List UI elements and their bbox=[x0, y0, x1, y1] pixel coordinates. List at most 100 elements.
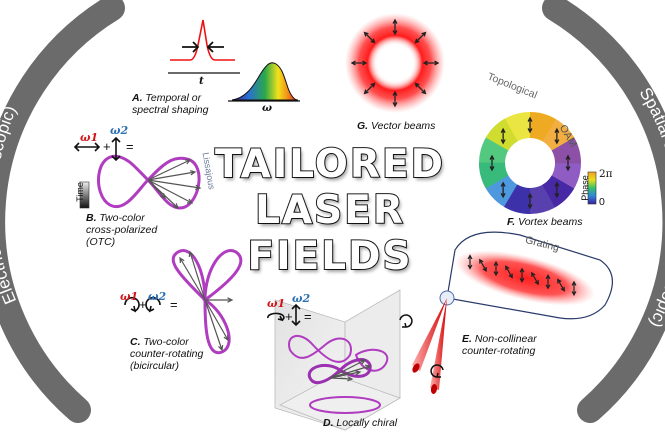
beam-cone-left-base bbox=[412, 363, 420, 373]
plus-sign: + bbox=[139, 297, 147, 312]
circular-pol-cw-icon bbox=[145, 296, 161, 313]
panel-f-line1: Vortex beams bbox=[518, 216, 583, 228]
polarization-arrow bbox=[565, 154, 571, 172]
phase-label: Phase bbox=[579, 175, 590, 201]
panel-d-caption: D. Locally chiral bbox=[323, 417, 397, 429]
plus-sign: + bbox=[103, 139, 111, 154]
panel-g-line1: Vector beams bbox=[371, 120, 436, 132]
field-vectors bbox=[179, 250, 234, 352]
floor-plane bbox=[279, 374, 401, 431]
field-vector bbox=[188, 250, 206, 301]
panel-c-bicircular bbox=[124, 249, 243, 355]
polarization-arrows bbox=[350, 18, 440, 108]
title-line-1: TAILORED bbox=[214, 141, 445, 188]
equals-sign: = bbox=[126, 139, 134, 154]
panel-b-line1: Two-color bbox=[99, 212, 145, 224]
omega1-label: ω1 bbox=[80, 131, 99, 144]
field-vector bbox=[329, 376, 354, 382]
field-vector bbox=[204, 299, 224, 352]
projection-side bbox=[354, 348, 389, 372]
omega2-label: ω2 bbox=[110, 124, 129, 137]
polarization-arrow bbox=[414, 82, 427, 95]
field-vector bbox=[147, 170, 197, 181]
polarization-arrow bbox=[363, 82, 376, 95]
panel-a-letter: A. bbox=[132, 92, 143, 104]
panel-d-letter: D. bbox=[323, 417, 334, 429]
lissajous-loop bbox=[97, 154, 201, 210]
polarization-arrow bbox=[527, 116, 533, 134]
polarization-arrow bbox=[467, 254, 473, 270]
panel-c-letter: C. bbox=[130, 336, 141, 348]
panel-g-vector-beam bbox=[345, 13, 445, 113]
grating-cone-outline bbox=[446, 231, 613, 320]
time-colorbar bbox=[79, 181, 90, 209]
polarization-arrow bbox=[571, 280, 577, 297]
field-vector bbox=[179, 256, 206, 301]
omega2-label: ω2 bbox=[148, 290, 167, 303]
equals-sign: = bbox=[170, 297, 178, 312]
panel-f-caption: F. Vortex beams bbox=[507, 216, 582, 228]
equals-sign: = bbox=[304, 309, 312, 324]
compress-arrow-right-icon bbox=[206, 41, 224, 53]
field-vector bbox=[329, 364, 372, 379]
phase-min-label: 0 bbox=[599, 196, 605, 208]
field-vector bbox=[147, 179, 202, 191]
panel-g-caption: G. Vector beams bbox=[357, 120, 435, 132]
panel-a-caption: A. Temporal or spectral shaping bbox=[132, 92, 208, 116]
projection-floor bbox=[309, 396, 381, 414]
plus-sign: + bbox=[285, 309, 293, 324]
polarization-arrow bbox=[350, 60, 368, 66]
polarization-arrow bbox=[500, 181, 506, 199]
polarization-arrow bbox=[519, 267, 525, 283]
beam-cone-right bbox=[430, 298, 447, 390]
panel-b-line2: cross-polarized bbox=[86, 224, 158, 236]
polarization-arrow bbox=[527, 192, 533, 210]
field-vector bbox=[147, 179, 194, 204]
panel-f-vortex-beam bbox=[479, 111, 597, 214]
right-arc-band bbox=[542, 0, 665, 423]
panel-g-letter: G. bbox=[357, 120, 369, 132]
panel-b-line3: (OTC) bbox=[86, 236, 116, 248]
polarization-arrow bbox=[422, 60, 440, 66]
field-vector bbox=[147, 179, 166, 200]
beam-cone-right-base bbox=[430, 384, 438, 394]
linear-pol-vertical-icon bbox=[291, 303, 301, 327]
beam-cone-left bbox=[412, 298, 447, 371]
grating-arrows bbox=[467, 254, 577, 297]
panel-e-letter: E. bbox=[462, 333, 472, 345]
trefoil-loop bbox=[171, 249, 243, 355]
panel-e-line2: counter-rotating bbox=[462, 345, 536, 357]
pulse-trace bbox=[170, 19, 235, 61]
polarization-arrow bbox=[493, 260, 499, 277]
polarization-arrow bbox=[479, 258, 487, 273]
panel-a-temporal-shaping bbox=[168, 19, 300, 102]
rotation-ccw-icon bbox=[430, 364, 444, 378]
phase-max-label: 2π bbox=[599, 168, 613, 180]
rotation-cw-icon bbox=[399, 314, 413, 328]
time-label: Time bbox=[74, 182, 85, 202]
panel-b-letter: B. bbox=[86, 212, 97, 224]
panel-a-line1: Temporal or bbox=[145, 92, 202, 104]
projection-back bbox=[288, 335, 352, 363]
polarization-arrow bbox=[505, 265, 513, 279]
elliptical-pol-icon bbox=[267, 312, 285, 322]
vortex-arrows bbox=[489, 116, 571, 210]
field-vector bbox=[205, 297, 234, 303]
phase-colorbar bbox=[587, 171, 597, 205]
polarization-arrow bbox=[392, 18, 398, 36]
panel-c-line3: (bicircular) bbox=[130, 360, 180, 372]
polarization-arrow bbox=[489, 154, 495, 172]
polarization-arrow bbox=[545, 274, 551, 290]
panel-f-letter: F. bbox=[507, 216, 516, 228]
panel-e-line1: Non-collinear bbox=[474, 333, 537, 345]
omega1-label: ω1 bbox=[120, 290, 139, 303]
panel-b-caption: B. Two-color cross-polarized (OTC) bbox=[86, 212, 157, 248]
panel-c-caption: C. Two-color counter-rotating (bicircula… bbox=[130, 336, 203, 372]
omega1-label: ω1 bbox=[267, 297, 286, 310]
panel-e-caption: E. Non-collinear counter-rotating bbox=[462, 333, 537, 357]
omega2-label: ω2 bbox=[292, 292, 311, 305]
panel-c-line1: Two-color bbox=[143, 336, 189, 348]
field-vector bbox=[329, 370, 362, 379]
field-vector bbox=[329, 359, 367, 379]
left-arc-band bbox=[0, 0, 125, 423]
